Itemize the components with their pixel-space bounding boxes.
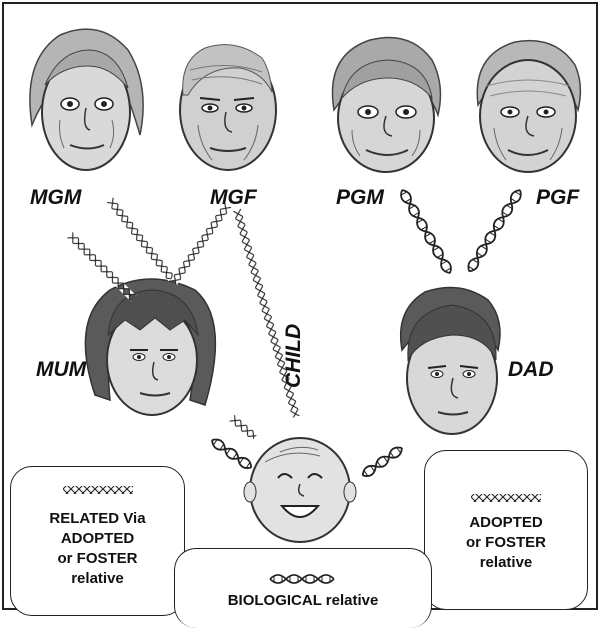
dna-legend-icon	[268, 573, 338, 585]
label-child: CHILD	[282, 324, 306, 388]
legend-adopted-foster: ADOPTED or FOSTER relative	[424, 450, 588, 610]
helix-mum-to-child	[209, 436, 253, 471]
mgm-face-icon	[30, 29, 143, 170]
connector-mum-to-child-related	[229, 415, 257, 440]
mgf-face-icon	[180, 45, 276, 170]
label-mgm: MGM	[30, 186, 81, 210]
zigzag-legend-icon	[63, 485, 133, 495]
legend-related-text: RELATED Via ADOPTED or FOSTER relative	[11, 509, 184, 589]
label-mgf: MGF	[210, 186, 257, 210]
legend-adopted-text: ADOPTED or FOSTER relative	[425, 513, 587, 573]
dad-face-icon	[401, 288, 500, 435]
legend-related-via-adopted: RELATED Via ADOPTED or FOSTER relative	[10, 466, 185, 616]
connector-mgm-to-mum	[67, 232, 136, 301]
pgm-face-icon	[333, 38, 441, 173]
legend-biological: BIOLOGICAL relative	[174, 548, 432, 628]
pgf-face-icon	[477, 41, 580, 172]
child-face-icon	[244, 438, 356, 542]
connector-mgm-to-mum-2	[107, 198, 175, 282]
mum-face-icon	[85, 279, 215, 415]
label-mum: MUM	[36, 358, 86, 382]
zigzag-legend-icon-2	[471, 493, 541, 503]
helix-pgf-to-dad	[465, 188, 524, 274]
helix-dad-to-child	[360, 444, 404, 479]
helix-pgm-to-dad	[398, 188, 454, 276]
label-dad: DAD	[508, 358, 554, 382]
legend-biological-text: BIOLOGICAL relative	[175, 591, 431, 611]
label-pgm: PGM	[336, 186, 384, 210]
label-pgf: PGF	[536, 186, 579, 210]
connector-mgf-to-mum	[170, 203, 231, 285]
